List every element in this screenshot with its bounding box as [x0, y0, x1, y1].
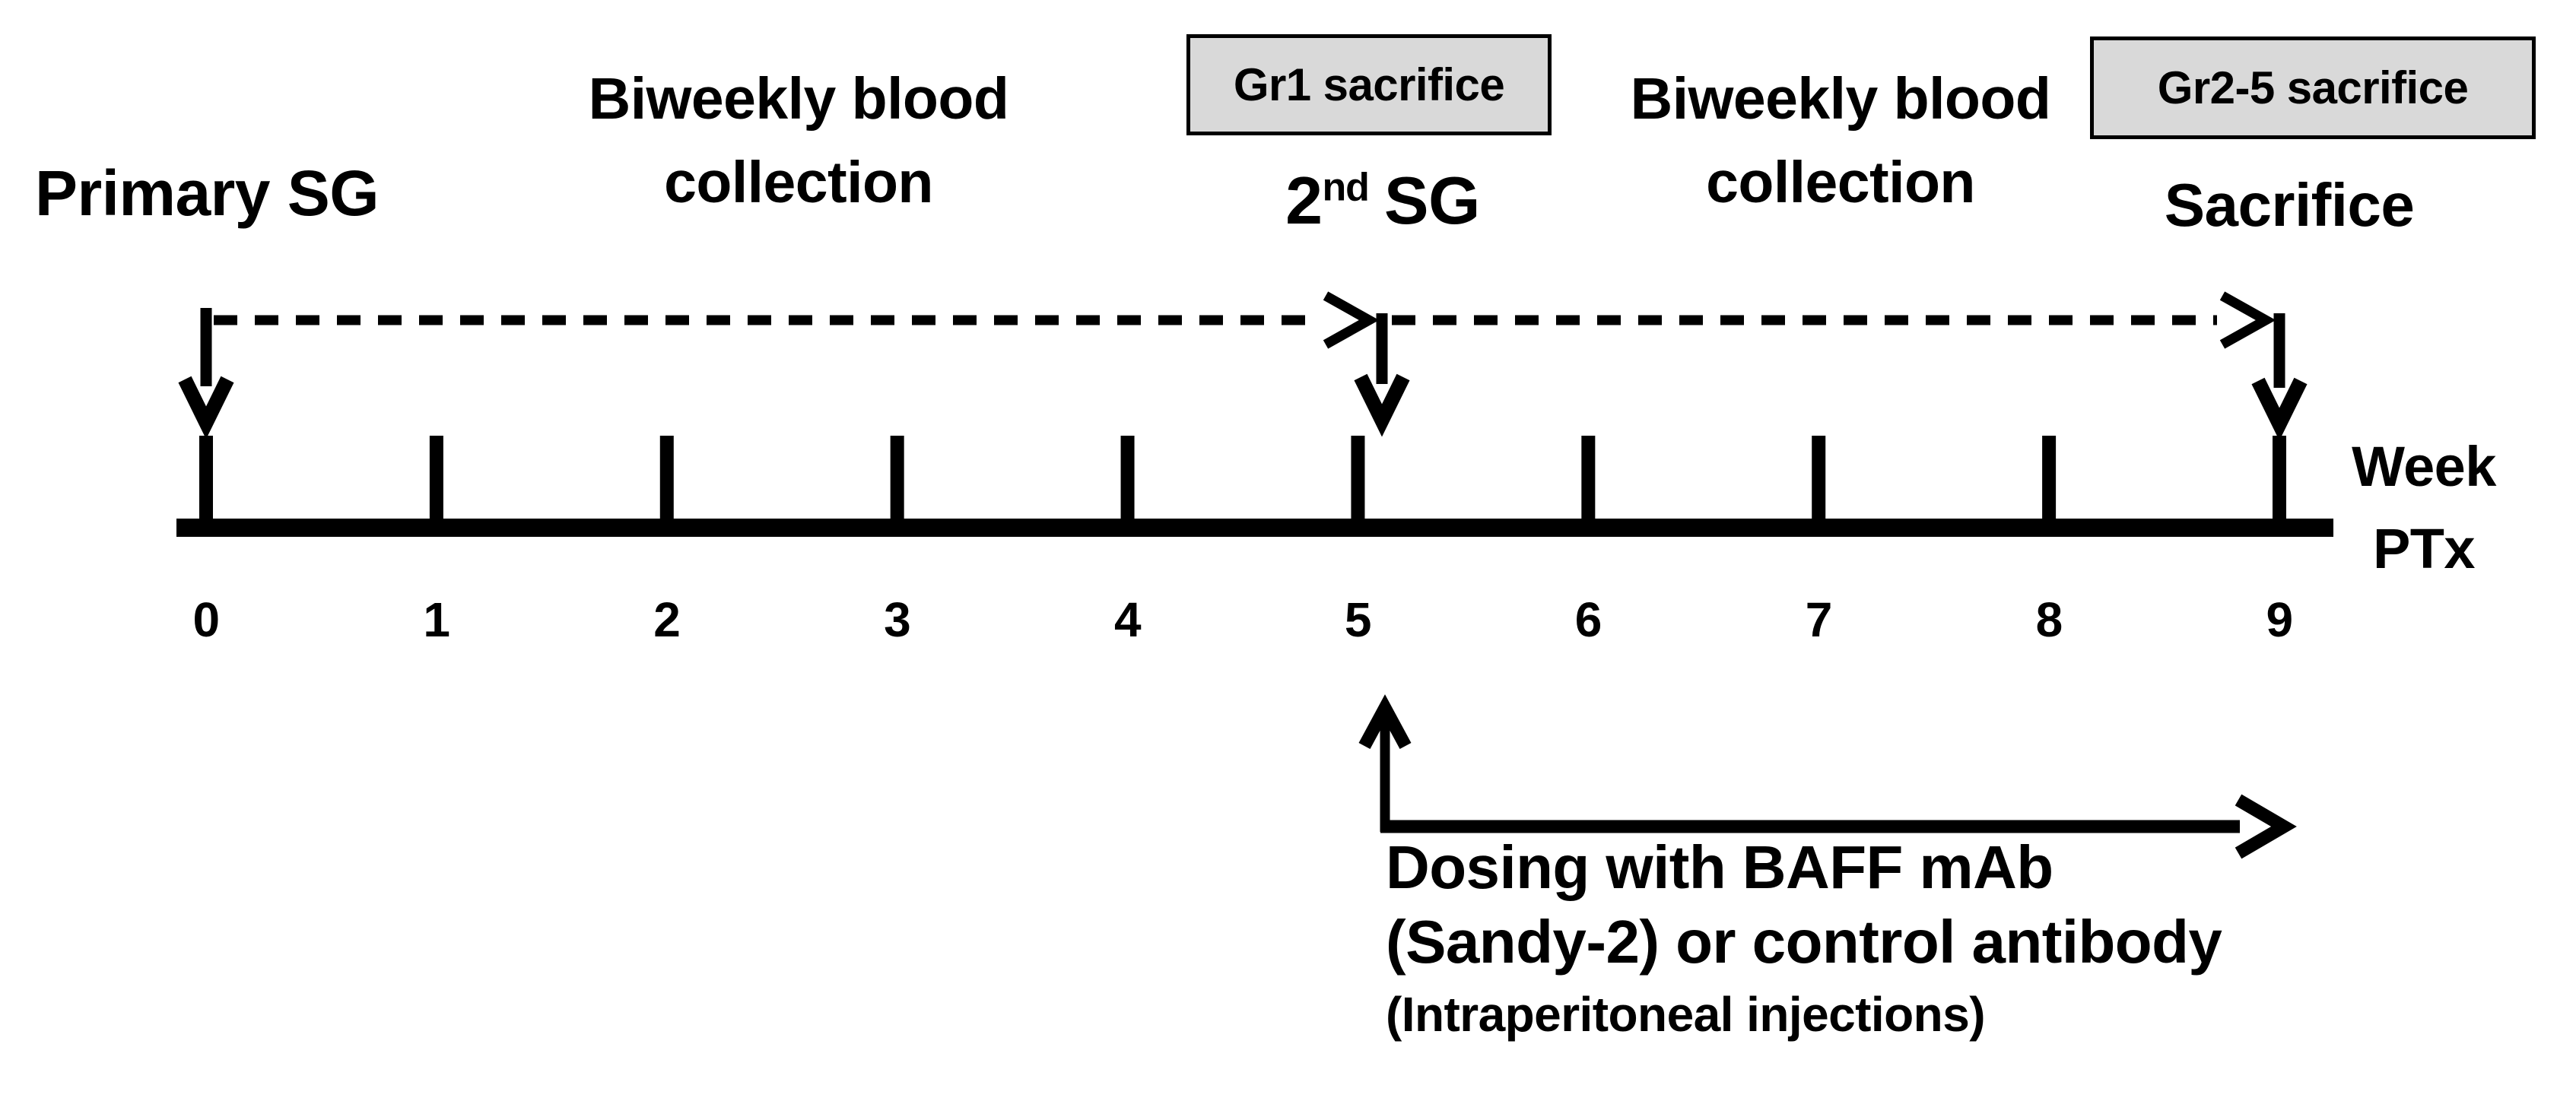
gr2-5-sacrifice-box-label: Gr2-5 sacrifice	[2157, 62, 2469, 113]
biweekly-blood-collection-label-2: Biweekly blood collection	[1630, 66, 2051, 215]
week-tick	[659, 436, 674, 519]
week-ticks	[199, 436, 2286, 519]
week-tick	[199, 436, 213, 519]
week-tick	[2042, 436, 2057, 519]
axis-ptx-label: PTx	[2372, 517, 2476, 580]
dosing-line1-label: Dosing with BAFF mAb	[1386, 833, 2053, 901]
gr2-5-sacrifice-box: Gr2-5 sacrifice	[2090, 36, 2536, 139]
week-tick	[1812, 436, 1826, 519]
week-number-0: 0	[192, 592, 220, 647]
down-arrowhead-week9-icon	[2251, 377, 2308, 441]
second-sg-rest: SG	[1383, 163, 1481, 238]
dosing-line2-label: (Sandy-2) or control antibody	[1386, 908, 2222, 976]
week-number-2: 2	[653, 592, 681, 647]
week-number-7: 7	[1805, 592, 1833, 647]
week-number-6: 6	[1574, 592, 1602, 647]
week-number-5: 5	[1344, 592, 1372, 647]
week-tick	[890, 436, 904, 519]
week-tick	[1581, 436, 1596, 519]
timeline-axis-bar	[176, 519, 2333, 537]
dashed-arrowhead-5-9-icon	[2219, 291, 2276, 349]
axis-week-label: Week	[2352, 435, 2496, 498]
sacrifice-label: Sacrifice	[2164, 171, 2415, 239]
week-number-8: 8	[2035, 592, 2063, 647]
week-tick	[1351, 436, 1365, 519]
week-number-3: 3	[884, 592, 911, 647]
week-number-9: 9	[2266, 592, 2293, 647]
week-number-4: 4	[1114, 592, 1142, 647]
down-arrowhead-week0-icon	[178, 376, 234, 440]
week-number-1: 1	[423, 592, 450, 647]
week-tick	[1120, 436, 1135, 519]
second-sg-superscript: nd	[1322, 165, 1370, 210]
biweekly-blood-collection-label-1: Biweekly blood collection	[588, 66, 1009, 215]
up-arrowhead-dosing-icon	[1358, 694, 1412, 750]
dosing-line3-label: (Intraperitoneal injections)	[1386, 987, 1986, 1042]
dashed-arrowhead-0-5-icon	[1323, 291, 1380, 349]
week-tick	[429, 436, 443, 519]
week-tick	[2273, 436, 2286, 519]
second-sg-label: 2nd SG	[1231, 162, 1535, 240]
primary-sg-label: Primary SG	[35, 157, 380, 229]
gr1-sacrifice-box: Gr1 sacrifice	[1186, 34, 1552, 135]
down-arrowhead-week5-icon	[1354, 373, 1410, 437]
second-sg-base: 2	[1285, 163, 1323, 238]
right-arrowhead-dosing-icon	[2235, 794, 2297, 859]
gr1-sacrifice-box-label: Gr1 sacrifice	[1233, 59, 1505, 110]
